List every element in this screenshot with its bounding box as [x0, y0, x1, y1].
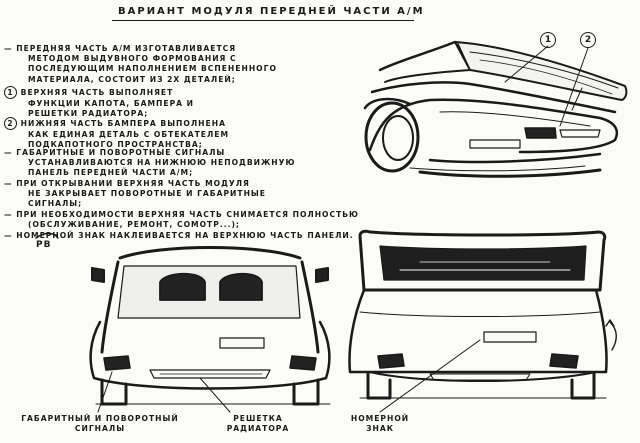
- caption-grille: РЕШЕТКА РАДИАТОРА: [218, 414, 298, 434]
- caption-plate-line-1: НОМЕРНОЙ: [350, 414, 410, 423]
- caption-signals-line-1: ГАБАРИТНЫЙ И ПОВОРОТНЫЙ: [21, 414, 179, 423]
- callout-number-2: 2: [580, 32, 596, 48]
- note-1-line-3: ПОСЛЕДУЮЩИМ НАПОЛНЕНИЕМ ВСПЕНЕННОГО: [28, 64, 277, 74]
- caption-grille-line-1: РЕШЕТКА: [233, 414, 283, 423]
- note-4-line-2: УСТАНАВЛИВАЮТСЯ НА НИЖНЮЮ НЕПОДВИЖНУЮ: [28, 158, 296, 168]
- note-4-line-1: — ГАБАРИТНЫЕ И ПОВОРОТНЫЕ СИГНАЛЫ: [4, 148, 226, 157]
- note-2: 1 ВЕРХНЯЯ ЧАСТЬ ВЫПОЛНЯЕТ ФУНКЦИИ КАПОТА…: [4, 86, 194, 119]
- signature: РВ: [36, 240, 52, 250]
- note-4-line-3: ПАНЕЛЬ ПЕРЕДНЕЙ ЧАСТИ А/М;: [28, 168, 194, 178]
- note-5-line-2: НЕ ЗАКРЫВАЕТ ПОВОРОТНЫЕ И ГАБАРИТНЫЕ: [28, 189, 266, 199]
- caption-plate: НОМЕРНОЙ ЗНАК: [340, 414, 420, 434]
- front-view-closed-sketch: [89, 246, 331, 413]
- note-3-line-1: 2 НИЖНЯЯ ЧАСТЬ БАМПЕРА ВЫПОЛНЕНА: [4, 117, 229, 130]
- caption-grille-line-2: РАДИАТОРА: [226, 424, 290, 433]
- note-1-line-1: — ПЕРЕДНЯЯ ЧАСТЬ А/М ИЗГОТАВЛИВАЕТСЯ: [4, 44, 237, 53]
- note-1: — ПЕРЕДНЯЯ ЧАСТЬ А/М ИЗГОТАВЛИВАЕТСЯ МЕТ…: [4, 44, 277, 85]
- caption-signals-line-2: СИГНАЛЫ: [74, 424, 126, 433]
- page-title: ВАРИАНТ МОДУЛЯ ПЕРЕДНЕЙ ЧАСТИ А/М: [118, 6, 425, 17]
- caption-plate-line-2: ЗНАК: [366, 424, 394, 433]
- note-1-line-4: МАТЕРИАЛА, СОСТОИТ ИЗ 2Х ДЕТАЛЕЙ;: [28, 74, 236, 84]
- note-5-line-1: — ПРИ ОТКРЫВАНИИ ВЕРХНЯЯ ЧАСТЬ МОДУЛЯ: [4, 179, 250, 188]
- callout-bullet-2: 2: [4, 117, 17, 130]
- note-5: — ПРИ ОТКРЫВАНИИ ВЕРХНЯЯ ЧАСТЬ МОДУЛЯ НЕ…: [4, 179, 266, 210]
- note-6: — ПРИ НЕОБХОДИМОСТИ ВЕРХНЯЯ ЧАСТЬ СНИМАЕ…: [4, 210, 359, 230]
- caption-signals: ГАБАРИТНЫЙ И ПОВОРОТНЫЙ СИГНАЛЫ: [20, 414, 180, 434]
- note-7: — НОМЕРНОЙ ЗНАК НАКЛЕИВАЕТСЯ НА ВЕРХНЮЮ …: [4, 231, 354, 241]
- callout-bullet-1: 1: [4, 86, 17, 99]
- note-2-line-3: РЕШЕТКИ РАДИАТОРА;: [28, 109, 149, 119]
- note-3: 2 НИЖНЯЯ ЧАСТЬ БАМПЕРА ВЫПОЛНЕНА КАК ЕДИ…: [4, 117, 229, 150]
- note-7-line-1: — НОМЕРНОЙ ЗНАК НАКЛЕИВАЕТСЯ НА ВЕРХНЮЮ …: [4, 231, 354, 240]
- note-2-line-2: ФУНКЦИИ КАПОТА, БАМПЕРА И: [28, 99, 195, 108]
- note-3-line-2: КАК ЕДИНАЯ ДЕТАЛЬ С ОБТЕКАТЕЛЕМ: [28, 130, 230, 139]
- callout-number-1: 1: [540, 32, 556, 48]
- note-2-line-1: 1 ВЕРХНЯЯ ЧАСТЬ ВЫПОЛНЯЕТ: [4, 86, 194, 99]
- note-5-line-3: СИГНАЛЫ;: [28, 199, 83, 209]
- note-1-line-2: МЕТОДОМ ВЫДУВНОГО ФОРМОВАНИЯ С: [28, 54, 237, 64]
- note-6-line-1: — ПРИ НЕОБХОДИМОСТИ ВЕРХНЯЯ ЧАСТЬ СНИМАЕ…: [4, 210, 359, 219]
- title-underline: [112, 20, 414, 21]
- note-6-line-2: (ОБСЛУЖИВАНИЕ, РЕМОНТ, СОМОТР...);: [28, 220, 240, 230]
- note-3-line-3: ПОДКАПОТНОГО ПРОСТРАНСТВА;: [28, 140, 203, 150]
- signature-flourish: [35, 232, 59, 239]
- note-4: — ГАБАРИТНЫЕ И ПОВОРОТНЫЕ СИГНАЛЫ УСТАНА…: [4, 148, 295, 179]
- front-view-open-sketch: [348, 229, 617, 413]
- side-view-sketch: [363, 40, 628, 178]
